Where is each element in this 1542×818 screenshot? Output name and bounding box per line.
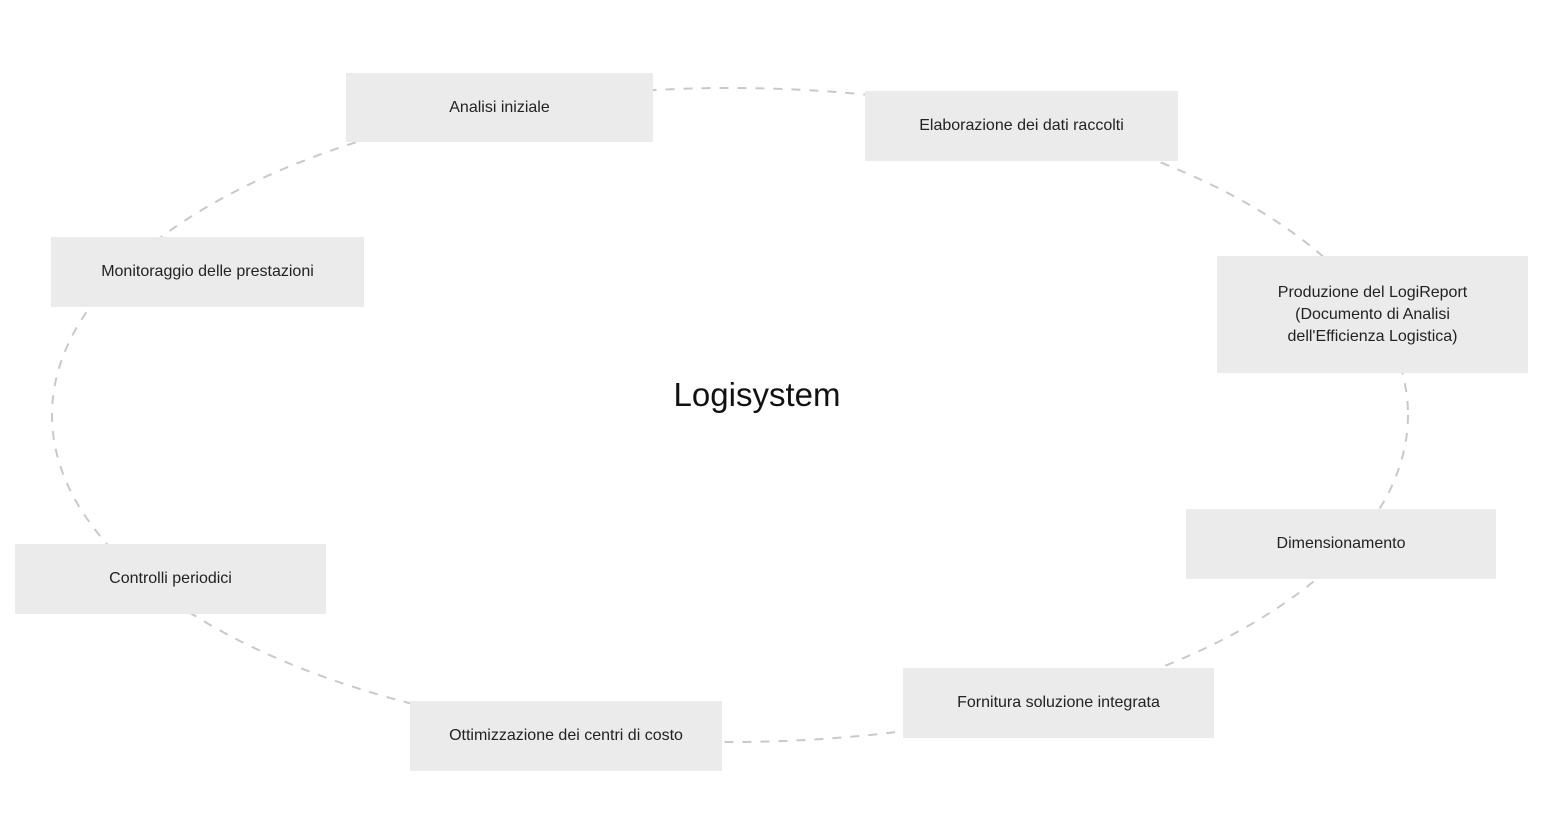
node-elaborazione-dati-raccolti: Elaborazione dei dati raccolti: [865, 91, 1178, 161]
node-label: Fornitura soluzione integrata: [957, 694, 1160, 711]
node-dimensionamento: Dimensionamento: [1186, 509, 1496, 579]
node-monitoraggio-prestazioni: Monitoraggio delle prestazioni: [51, 237, 364, 307]
node-label: Dimensionamento: [1276, 535, 1406, 552]
node-label: Ottimizzazione dei centri di costo: [449, 727, 683, 744]
node-label: Elaborazione dei dati raccolti: [919, 117, 1124, 134]
diagram-title: Logisystem: [673, 376, 841, 413]
node-label: Analisi iniziale: [449, 98, 550, 116]
node-controlli-periodici: Controlli periodici: [15, 544, 326, 614]
node-analisi-iniziale: Analisi iniziale: [346, 73, 653, 142]
node-ottimizzazione-centri-di-costo: Ottimizzazione dei centri di costo: [410, 701, 722, 771]
node-fornitura-soluzione-integrata: Fornitura soluzione integrata: [903, 668, 1214, 738]
cycle-dashed-ellipse: [51, 87, 1409, 743]
node-produzione-logireport: Produzione del LogiReport (Documento di …: [1217, 256, 1528, 373]
node-label: Controlli periodici: [109, 570, 232, 587]
node-label: Produzione del LogiReport (Documento di …: [1277, 283, 1468, 345]
node-label: Monitoraggio delle prestazioni: [101, 263, 314, 280]
